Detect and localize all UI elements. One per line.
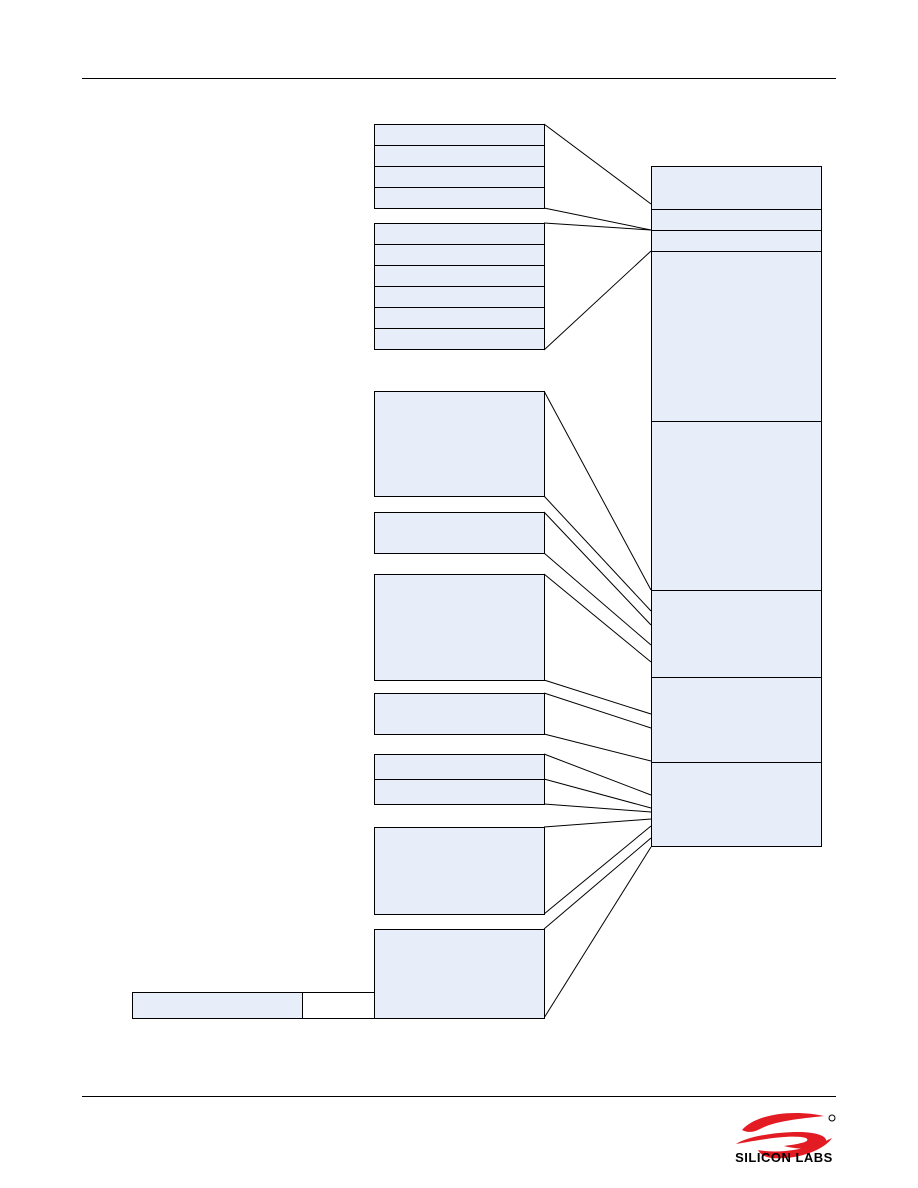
diagram-box: [374, 187, 545, 209]
diagram-box: [374, 145, 545, 167]
silicon-labs-logo-icon: [736, 1112, 836, 1159]
diagram-box: [374, 827, 545, 915]
connector-line: [543, 803, 652, 813]
diagram-box: [651, 166, 822, 210]
diagram-box: [651, 590, 822, 678]
connector-line: [543, 250, 652, 351]
diagram-box: [374, 124, 545, 146]
diagram-box: [374, 929, 545, 1019]
diagram-boxes: [132, 124, 822, 1019]
connector-line: [543, 390, 652, 591]
connector-line: [543, 825, 652, 915]
diagram-box: [651, 251, 822, 422]
connector-line: [543, 123, 652, 205]
connector-lines: [543, 123, 652, 1019]
connector-line: [543, 495, 652, 612]
connector-line: [543, 692, 652, 729]
diagram-box: [374, 512, 545, 554]
diagram-box: [374, 286, 545, 308]
diagram-box: [374, 328, 545, 350]
diagram-box: [374, 307, 545, 329]
connector-line: [543, 837, 652, 930]
footer-rule: [82, 1096, 836, 1097]
connector-line: [543, 846, 652, 1019]
connector-line: [543, 511, 652, 626]
diagram-box: [651, 677, 822, 763]
diagram-box: [374, 265, 545, 287]
connector-line: [543, 753, 652, 796]
diagram-box: [374, 693, 545, 735]
connector-line: [543, 679, 652, 715]
connector-line: [543, 552, 652, 646]
diagram-box: [374, 779, 545, 805]
diagram-box: [302, 992, 375, 1019]
diagram-box: [374, 574, 545, 681]
diagram-box: [651, 230, 822, 252]
diagram-box: [374, 244, 545, 266]
header-rule: [82, 78, 836, 79]
connector-line: [543, 733, 652, 762]
diagram-box: [374, 166, 545, 188]
diagram-box: [374, 754, 545, 780]
connector-line: [543, 573, 652, 663]
connector-line: [543, 207, 652, 231]
diagram-box: [374, 223, 545, 245]
connector-line: [543, 778, 652, 809]
brand-name: SILICON LABS: [735, 1150, 833, 1165]
connector-line: [543, 222, 652, 231]
diagram-box: [651, 209, 822, 231]
diagram-box: [132, 992, 303, 1019]
diagram-box: [651, 421, 822, 591]
diagram-box: [374, 391, 545, 497]
diagram-box: [651, 762, 822, 847]
connector-line: [543, 818, 652, 828]
